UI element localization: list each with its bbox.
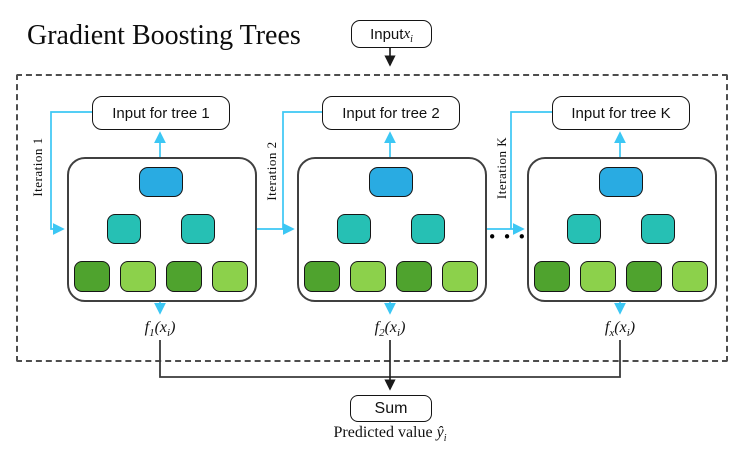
tree-split-node (567, 214, 601, 244)
page-title: Gradient Boosting Trees (27, 20, 301, 51)
tree-leaf-node (442, 261, 478, 292)
tree-leaf-node (166, 261, 202, 292)
tree-1-output-label: f1(xi) (144, 319, 176, 340)
input-xi-label: Input (370, 25, 404, 43)
sum-box: Sum (350, 395, 432, 422)
tree-2-output-label: f2(xi) (374, 319, 406, 340)
tree-leaf-node (626, 261, 662, 292)
tree-leaf-node (580, 261, 616, 292)
input-xi-var: xi (403, 25, 413, 45)
tree-leaf-node (120, 261, 156, 292)
tree-leaf-node (534, 261, 570, 292)
tree-leaf-node (672, 261, 708, 292)
sum-label: Sum (374, 399, 408, 417)
tree-split-node (337, 214, 371, 244)
input-for-tree-2-box: Input for tree 2 (322, 96, 460, 130)
tree2-flow-arrows (252, 111, 396, 315)
boosting-stage-frame (16, 74, 728, 362)
tree-leaf-node (396, 261, 432, 292)
treeK-flow-arrows (482, 111, 626, 315)
predicted-value-label: Predicted value ŷi (333, 424, 447, 445)
input-for-tree-2-label: Input for tree 2 (342, 104, 440, 122)
tree-split-node (181, 214, 215, 244)
tree-leaf-node (74, 261, 110, 292)
tree-split-node (411, 214, 445, 244)
tree-split-node (107, 214, 141, 244)
tree-split-node (641, 214, 675, 244)
tree-root-node (139, 167, 183, 197)
input-for-tree-K-label: Input for tree K (571, 104, 671, 122)
tree-K-output-label: fx(xi) (604, 319, 636, 340)
tree-leaf-node (350, 261, 386, 292)
input-xi-box: Input xi (351, 20, 432, 48)
tree-leaf-node (212, 261, 248, 292)
iteration-1-label: Iteration 1 (30, 137, 45, 197)
iteration-2-label: Iteration 2 (264, 141, 279, 201)
input-for-tree-1-box: Input for tree 1 (92, 96, 230, 130)
more-trees-ellipsis: ••• (487, 228, 533, 246)
tree-root-node (369, 167, 413, 197)
input-for-tree-1-label: Input for tree 1 (112, 104, 210, 122)
tree-leaf-node (304, 261, 340, 292)
tree-root-node (599, 167, 643, 197)
iteration-K-label: Iteration K (494, 136, 509, 200)
input-for-tree-K-box: Input for tree K (552, 96, 690, 130)
